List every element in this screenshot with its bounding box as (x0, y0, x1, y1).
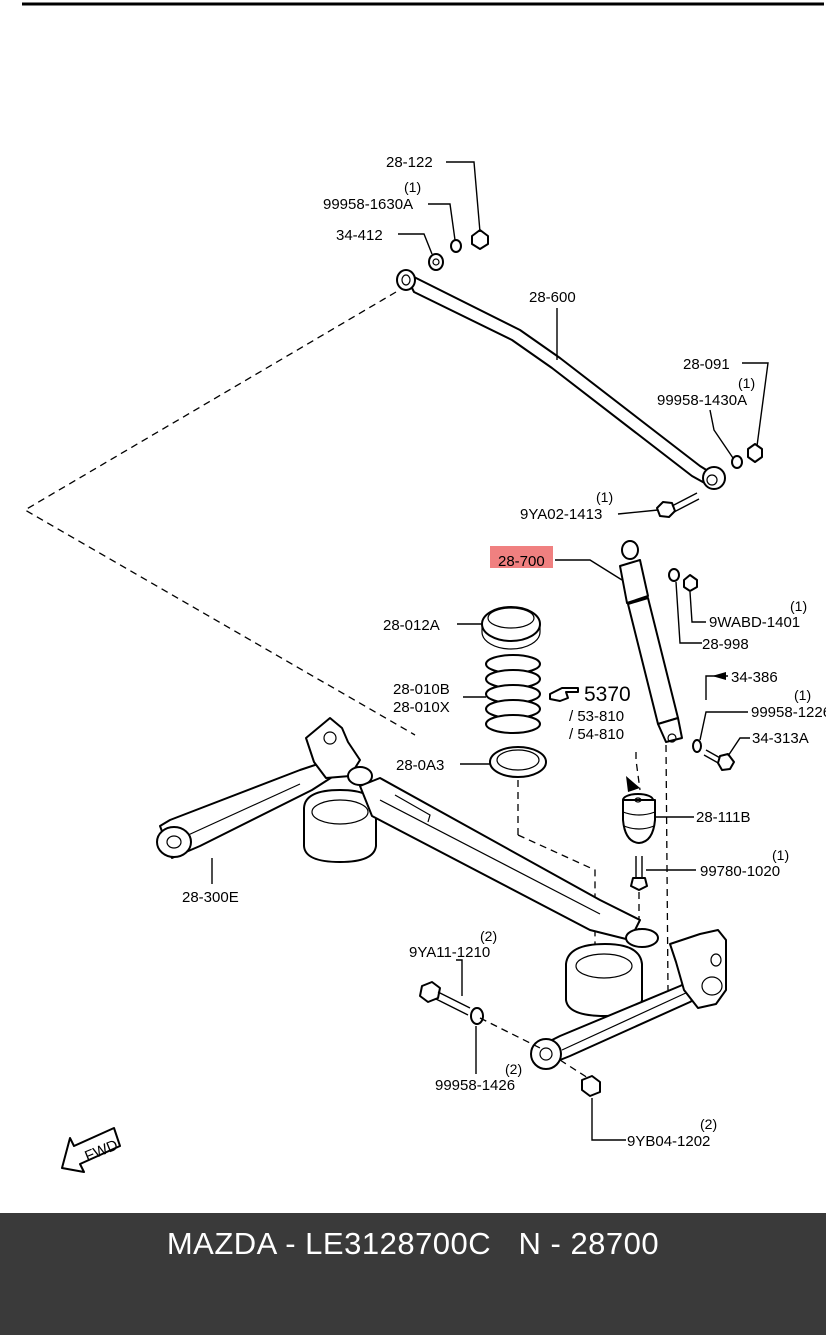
label-28-010x: 28-010X (393, 699, 450, 716)
label-28-300e: 28-300E (182, 889, 239, 906)
label-9wabd-1401: 9WABD-1401 (709, 614, 800, 631)
leader-28-998 (675, 581, 702, 644)
label-28-600: 28-600 (529, 289, 576, 306)
label-99780-1020: 99780-1020 (700, 863, 780, 880)
nut-28-122 (471, 229, 489, 250)
leader-9ya02-1413 (617, 509, 659, 515)
label-99958-1430a: 99958-1430A (657, 392, 747, 409)
footer-part-number: MAZDA - LE3128700C N - 28700 (166, 1226, 660, 1261)
qty-99958-1630a: (1) (404, 179, 421, 195)
washer-34-412 (428, 253, 444, 271)
dashed-guide-lower-2 (559, 1059, 589, 1079)
label-28-0a3: 28-0A3 (396, 757, 444, 774)
leader-99958-1430a (709, 409, 734, 459)
qty-9ya02-1413: (1) (596, 489, 613, 505)
highlight-28-700 (490, 546, 553, 568)
fwd-arrow-icon (61, 1127, 121, 1173)
dashed-guide-bumper (635, 752, 641, 791)
leader-99958-1226 (699, 711, 748, 741)
label-99958-1630a: 99958-1630A (323, 196, 413, 213)
nut-28-091 (747, 443, 763, 463)
label-28-998: 28-998 (702, 636, 749, 653)
label-28-122: 28-122 (386, 154, 433, 171)
qty-99958-1226: (1) (794, 687, 811, 703)
coil-spring (485, 654, 541, 734)
washer-99958-1426 (470, 1007, 484, 1025)
qty-99958-1430a: (1) (738, 375, 755, 391)
qty-9wabd-1401: (1) (790, 598, 807, 614)
label-28-010b: 28-010B (393, 681, 450, 698)
label-28-091: 28-091 (683, 356, 730, 373)
lateral-rod (396, 269, 726, 490)
leader-28-700 (555, 559, 623, 581)
bolt-34-313a (703, 749, 735, 771)
label-9ya11-1210: 9YA11-1210 (409, 944, 490, 961)
label-34-412: 34-412 (336, 227, 383, 244)
leader-9ya11-1210 (456, 959, 463, 996)
label-34-386: 34-386 (731, 669, 778, 686)
ref-53-810: / 53-810 (569, 708, 624, 725)
washer-99958-1630a (450, 239, 462, 253)
bump-stopper (622, 793, 656, 844)
bolt-9ya11-1210 (419, 981, 471, 1016)
dashed-guide-seat-2 (517, 834, 596, 955)
nut-9yb04-1202 (581, 1075, 601, 1097)
leader-9yb04-1202 (591, 1098, 626, 1141)
leader-9wabd-1401 (689, 591, 706, 623)
shock-absorber (619, 540, 683, 743)
qty-99780-1020: (1) (772, 847, 789, 863)
label-28-012a: 28-012A (383, 617, 440, 634)
ref-54-810: / 54-810 (569, 726, 624, 743)
bolt-9ya02-1413 (656, 492, 700, 518)
label-28-111b: 28-111B (696, 809, 751, 826)
rear-suspension-diagram: FWD 28-122 (1) 99958-1630A 34-412 28-600… (22, 2, 826, 1173)
lower-spring-seat (489, 746, 547, 778)
qty-99958-1426: (2) (505, 1061, 522, 1077)
dashed-guide-lower (479, 1017, 541, 1049)
label-99958-1226: 99958-1226 (751, 704, 826, 721)
leader-99958-1630a (428, 203, 456, 241)
bolt-99780-1020 (630, 856, 648, 891)
upper-spring-seat (481, 606, 541, 650)
arrow-marker (626, 776, 640, 792)
washer-99958-1430a (731, 455, 743, 469)
leader-28-091 (742, 362, 769, 447)
rear-axle-beam (156, 717, 727, 1070)
qty-9yb04-1202: (2) (700, 1116, 717, 1132)
label-9ya02-1413: 9YA02-1413 (520, 506, 602, 523)
dashed-guide-shock (665, 744, 669, 991)
leader-28-122 (446, 161, 481, 233)
washer-28-998 (668, 568, 680, 582)
qty-9ya11-1210: (2) (480, 928, 497, 944)
nut-9wabd-1401 (683, 574, 698, 592)
label-34-313a: 34-313A (752, 730, 809, 747)
footer-bar (0, 1213, 826, 1335)
pointing-hand-icon (549, 687, 579, 702)
washer-99958-1226 (692, 739, 702, 753)
assembly-dashed-outline (23, 291, 416, 736)
label-28-700: 28-700 (498, 553, 545, 570)
leader-34-313a (727, 737, 750, 757)
label-99958-1426: 99958-1426 (435, 1077, 515, 1094)
label-9yb04-1202: 9YB04-1202 (627, 1133, 710, 1150)
leader-34-412 (398, 233, 433, 255)
ref-5370: 5370 (584, 683, 631, 706)
